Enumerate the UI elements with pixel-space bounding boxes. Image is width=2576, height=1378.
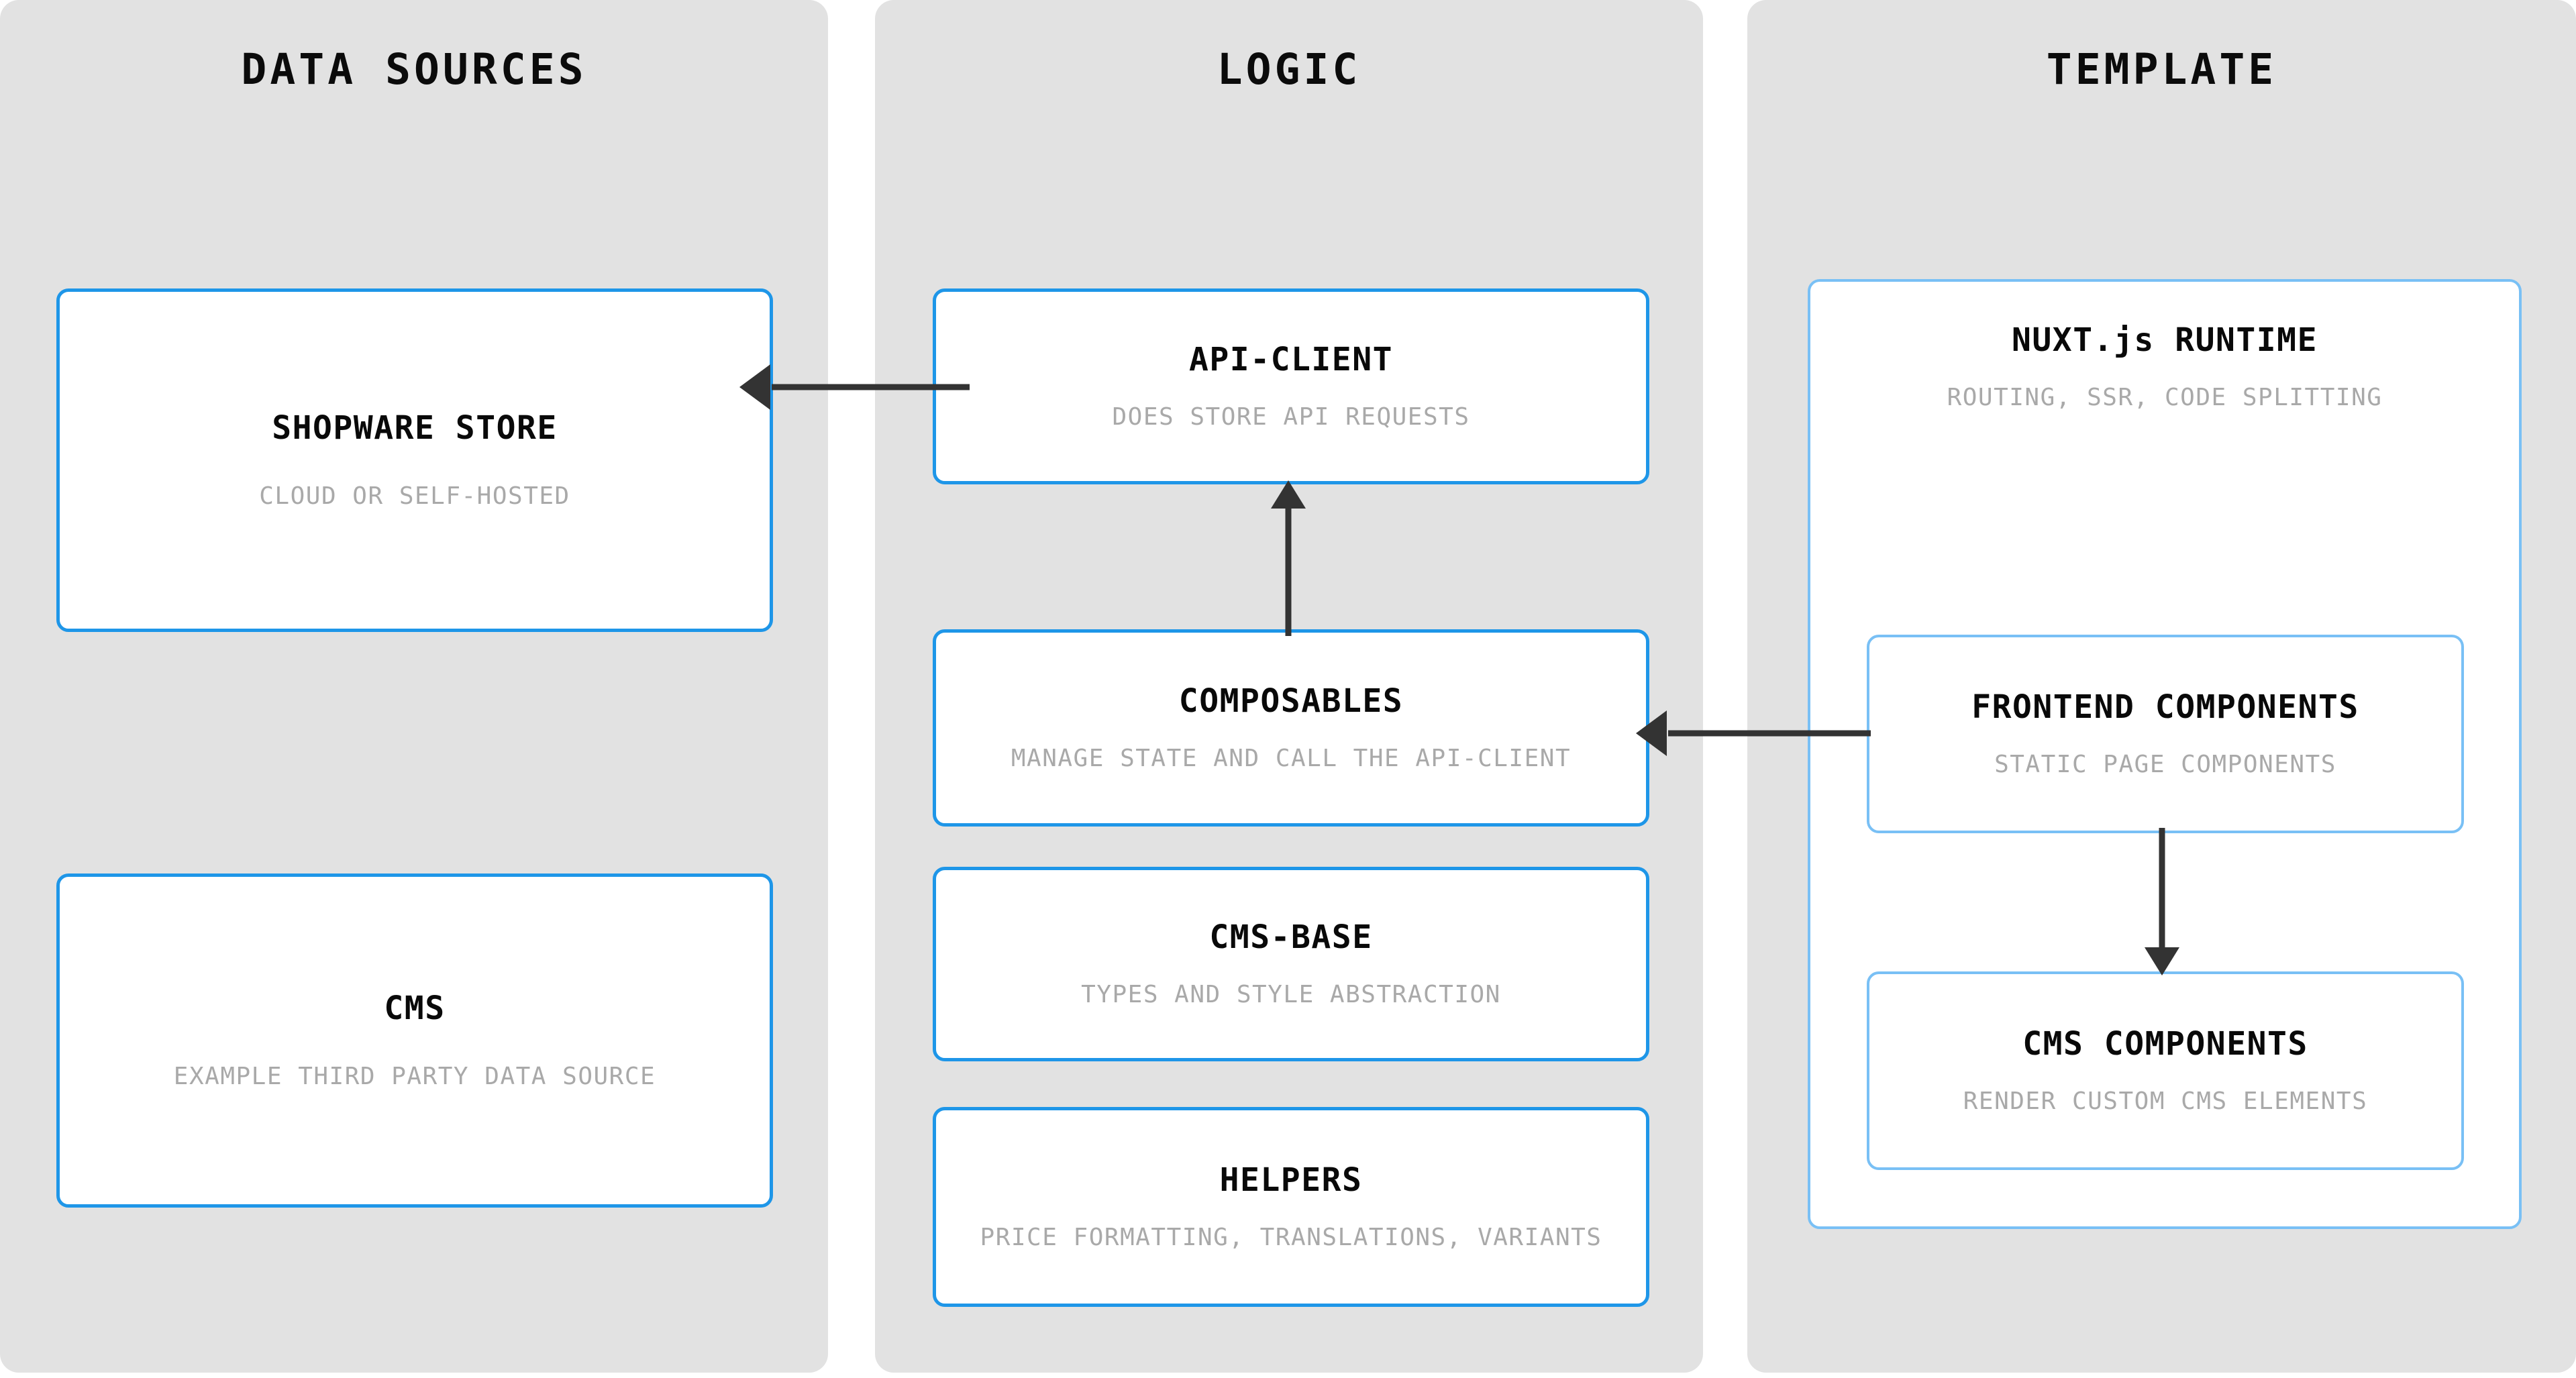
node-title-frontend-components: FRONTEND COMPONENTS <box>1971 688 2359 726</box>
node-cms-base[interactable]: CMS-BASE TYPES AND STYLE ABSTRACTION <box>933 867 1649 1061</box>
node-title-composables: COMPOSABLES <box>1178 682 1404 720</box>
node-subtitle-frontend-components: STATIC PAGE COMPONENTS <box>1994 751 2336 779</box>
node-frontend-components[interactable]: FRONTEND COMPONENTS STATIC PAGE COMPONEN… <box>1867 635 2464 833</box>
node-subtitle-api-client: DOES STORE API REQUESTS <box>1112 403 1470 431</box>
node-cms[interactable]: CMS EXAMPLE THIRD PARTY DATA SOURCE <box>56 873 773 1208</box>
node-subtitle-composables: MANAGE STATE AND CALL THE API-CLIENT <box>1011 745 1572 773</box>
node-shopware-store[interactable]: SHOPWARE STORE CLOUD OR SELF-HOSTED <box>56 288 773 632</box>
node-subtitle-cms-base: TYPES AND STYLE ABSTRACTION <box>1081 981 1501 1009</box>
node-title-shopware-store: SHOPWARE STORE <box>272 409 558 447</box>
column-title-template: TEMPLATE <box>2046 45 2277 94</box>
node-subtitle-cms: EXAMPLE THIRD PARTY DATA SOURCE <box>173 1063 656 1091</box>
node-subtitle-nuxt-runtime: ROUTING, SSR, CODE SPLITTING <box>1947 384 2383 412</box>
node-api-client[interactable]: API-CLIENT DOES STORE API REQUESTS <box>933 288 1649 484</box>
column-title-logic: LOGIC <box>1217 45 1361 94</box>
node-subtitle-shopware-store: CLOUD OR SELF-HOSTED <box>259 482 570 511</box>
node-title-nuxt-runtime: NUXT.js RUNTIME <box>2012 321 2318 359</box>
node-subtitle-cms-components: RENDER CUSTOM CMS ELEMENTS <box>1963 1088 2368 1116</box>
node-title-cms-components: CMS COMPONENTS <box>2022 1024 2308 1063</box>
node-subtitle-helpers: PRICE FORMATTING, TRANSLATIONS, VARIANTS <box>980 1224 1602 1252</box>
column-title-data-sources: DATA SOURCES <box>241 45 587 94</box>
node-title-cms: CMS <box>384 989 446 1027</box>
node-title-helpers: HELPERS <box>1219 1161 1363 1199</box>
spacer <box>1810 357 2519 385</box>
node-helpers[interactable]: HELPERS PRICE FORMATTING, TRANSLATIONS, … <box>933 1107 1649 1307</box>
node-header-nuxt-runtime: NUXT.js RUNTIME ROUTING, SSR, CODE SPLIT… <box>1810 323 2519 411</box>
node-cms-components[interactable]: CMS COMPONENTS RENDER CUSTOM CMS ELEMENT… <box>1867 971 2464 1170</box>
node-composables[interactable]: COMPOSABLES MANAGE STATE AND CALL THE AP… <box>933 629 1649 827</box>
node-title-api-client: API-CLIENT <box>1189 340 1393 378</box>
node-title-cms-base: CMS-BASE <box>1209 918 1373 956</box>
